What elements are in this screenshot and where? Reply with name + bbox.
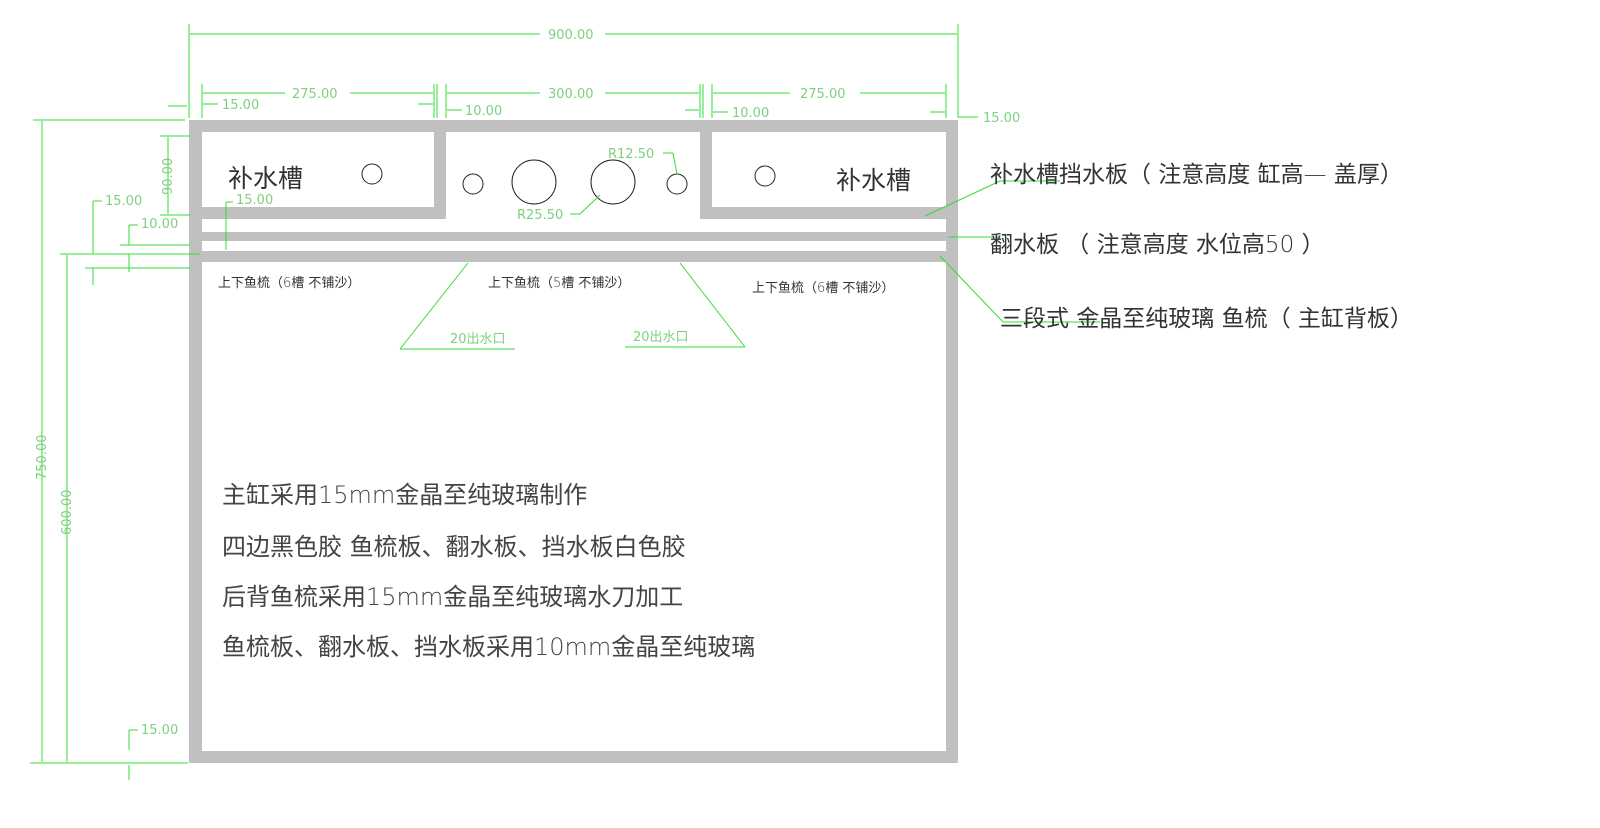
note-line-4: 鱼梳板、翻水板、挡水板采用10mm金晶至纯玻璃	[222, 633, 755, 661]
comb-mid-label: 上下鱼梳（5槽 不铺沙）	[488, 275, 630, 291]
outlet-left-label: 20出水口	[450, 332, 506, 347]
hole-small-1	[462, 173, 484, 195]
left-sump-label: 补水槽	[228, 164, 303, 193]
dim-total-width: 900.00	[548, 28, 594, 43]
hole-large-2	[590, 159, 636, 205]
dim-total-height: 750.00	[35, 435, 50, 481]
dim-left-partition: 10.00	[465, 104, 502, 119]
bottom-wall	[189, 751, 958, 763]
left-sump-baffle	[202, 207, 446, 219]
tank-walls	[189, 120, 958, 763]
dim-inner-gap: 15.00	[236, 193, 273, 208]
dim-bottom: 15.00	[141, 723, 178, 738]
right-sump-partition	[700, 120, 712, 219]
top-wall	[189, 120, 958, 132]
comb-plate	[202, 251, 946, 262]
left-sump-partition	[434, 120, 446, 219]
right-sump-label: 补水槽	[836, 166, 911, 195]
overflow-plate	[202, 232, 946, 241]
dim-radius-large: R25.50	[517, 208, 563, 223]
dim-middle: 300.00	[548, 87, 594, 102]
dim-gap-mid: 10.00	[141, 217, 178, 232]
hole-large-1	[511, 159, 557, 205]
comb-right-label: 上下鱼梳（6槽 不铺沙）	[752, 280, 894, 296]
hole-right-sump	[754, 165, 776, 187]
dimension-lines	[30, 24, 1100, 780]
right-sump-baffle	[700, 207, 946, 219]
hole-small-2	[666, 173, 688, 195]
comb-left-label: 上下鱼梳（6槽 不铺沙）	[218, 275, 360, 291]
right-wall	[946, 120, 958, 763]
hole-left-sump	[361, 163, 383, 185]
callout-overflow-plate: 翻水板 （ 注意高度 水位高50 ）	[990, 232, 1325, 258]
dim-water-height: 600.00	[60, 490, 75, 536]
callout-comb: 三段式 金晶至纯玻璃 鱼梳（ 主缸背板）	[1000, 306, 1413, 332]
dim-gap-top: 15.00	[105, 194, 142, 209]
dim-sump-depth: 90.00	[161, 158, 176, 195]
dim-radius-small: R12.50	[608, 147, 654, 162]
callout-sump-baffle: 补水槽挡水板（ 注意高度 缸高— 盖厚）	[990, 162, 1403, 188]
dim-right-sump: 275.00	[800, 87, 846, 102]
note-line-2: 四边黑色胶 鱼梳板、翻水板、挡水板白色胶	[222, 533, 686, 561]
left-wall	[189, 120, 202, 763]
dim-right-wall: 15.00	[983, 111, 1020, 126]
dim-right-partition: 10.00	[732, 106, 769, 121]
note-line-3: 后背鱼梳采用15mm金晶至纯玻璃水刀加工	[222, 583, 683, 611]
note-line-1: 主缸采用15mm金晶至纯玻璃制作	[222, 481, 587, 509]
holes	[361, 159, 776, 205]
outlet-right-label: 20出水口	[633, 330, 689, 345]
dim-left-wall: 15.00	[222, 98, 259, 113]
dimension-labels: 900.00 275.00 300.00 275.00 15.00 10.00 …	[35, 28, 1020, 738]
dim-left-sump: 275.00	[292, 87, 338, 102]
